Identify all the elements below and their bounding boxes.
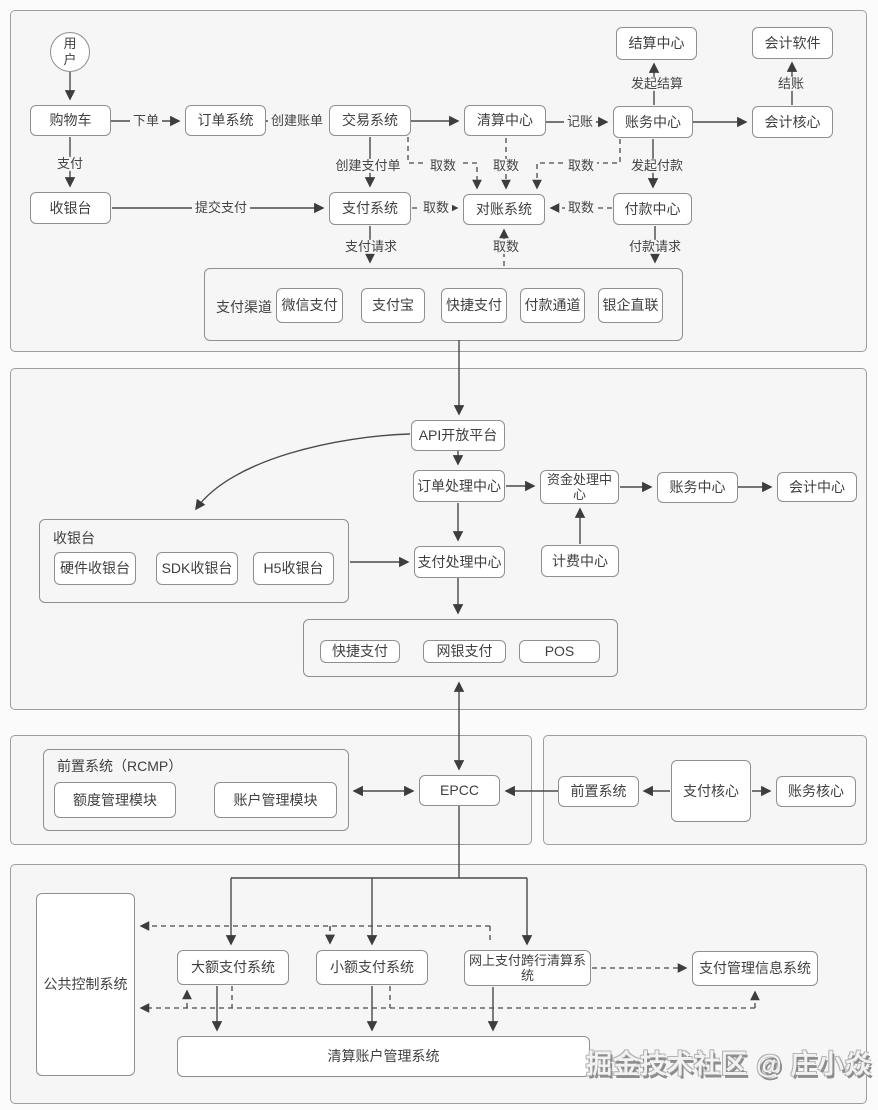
- node-epcc: EPCC: [419, 775, 500, 806]
- edge-label-create-bill: 创建账单: [267, 113, 327, 129]
- node-accounting-core: 会计核心: [752, 106, 833, 138]
- node-fund-processing-center: 资金处理中心: [540, 470, 619, 504]
- node-trade-system: 交易系统: [329, 105, 411, 136]
- node-front-system: 前置系统: [558, 776, 639, 807]
- node-payment-core: 支付核心: [671, 760, 751, 822]
- group-rcmp-front-system: [43, 749, 349, 831]
- node-payout-channel: 付款通道: [520, 288, 585, 323]
- node-user: 用户: [50, 32, 90, 72]
- group-cashier-label: 收银台: [53, 530, 95, 546]
- node-shopping-cart: 购物车: [30, 105, 111, 136]
- edge-label-fetch-data-2: 取数: [489, 158, 523, 174]
- edge-label-create-pay-order: 创建支付单: [332, 158, 404, 174]
- node-wechat-pay: 微信支付: [276, 288, 343, 323]
- node-order-system: 订单系统: [185, 105, 266, 136]
- group-rcmp-label: 前置系统（RCMP）: [57, 758, 183, 774]
- edge-label-payout-request: 付款请求: [625, 239, 685, 255]
- edge-label-initiate-payout: 发起付款: [627, 158, 687, 174]
- node-hvps-large-value: 大额支付系统: [177, 950, 289, 985]
- group-pay-methods: [303, 619, 618, 677]
- node-pmis: 支付管理信息系统: [692, 951, 818, 986]
- node-payment-system: 支付系统: [329, 192, 411, 225]
- node-netbank-pay: 网银支付: [423, 640, 506, 663]
- node-order-processing-center: 订单处理中心: [413, 470, 505, 502]
- edge-label-submit-payment: 提交支付: [191, 200, 251, 216]
- edge-label-payment-request: 支付请求: [341, 239, 401, 255]
- edge-label-close-accounts: 结账: [774, 76, 808, 92]
- node-payout-center: 付款中心: [613, 193, 692, 225]
- node-h5-cashier: H5收银台: [253, 552, 334, 585]
- node-clearing-account-mgmt: 清算账户管理系统: [177, 1036, 590, 1077]
- node-hardware-cashier: 硬件收银台: [54, 552, 136, 585]
- node-quick-pay-2: 快捷支付: [320, 640, 400, 663]
- node-reconciliation-system: 对账系统: [463, 194, 545, 225]
- node-bank-enterprise-link: 银企直联: [598, 288, 663, 323]
- edge-label-pay: 支付: [53, 156, 87, 172]
- node-account-module: 账户管理模块: [214, 782, 337, 818]
- node-accounting-core-2: 账务核心: [776, 776, 856, 807]
- edge-label-fetch-data-5: 取数: [564, 200, 598, 216]
- edge-label-fetch-data-6: 取数: [489, 239, 523, 255]
- edge-label-fetch-data-4: 取数: [419, 200, 453, 216]
- node-pos: POS: [519, 640, 600, 663]
- node-beps-small-value: 小额支付系统: [316, 950, 428, 985]
- node-cashier: 收银台: [30, 192, 111, 224]
- group-cashier: [39, 519, 349, 603]
- node-payment-processing-center: 支付处理中心: [414, 546, 505, 578]
- node-sdk-cashier: SDK收银台: [156, 552, 238, 585]
- node-alipay: 支付宝: [361, 288, 425, 323]
- node-accounting-software: 会计软件: [752, 27, 833, 59]
- edge-label-initiate-settlement: 发起结算: [627, 76, 687, 92]
- group-payment-channels-label: 支付渠道: [216, 299, 272, 315]
- node-billing-center: 计费中心: [541, 545, 619, 577]
- node-accounting-center-2: 账务中心: [657, 472, 738, 503]
- node-settlement-center: 结算中心: [616, 27, 697, 60]
- node-ibps-online-clearing: 网上支付跨行清算系统: [464, 950, 591, 986]
- edge-label-place-order: 下单: [129, 113, 163, 129]
- node-public-control-system: 公共控制系统: [36, 893, 135, 1076]
- group-payment-channels: [204, 268, 683, 341]
- edge-label-fetch-data-1: 取数: [426, 158, 460, 174]
- node-api-open-platform: API开放平台: [411, 420, 505, 451]
- node-clearing-center: 清算中心: [464, 105, 546, 136]
- node-quick-pay: 快捷支付: [441, 288, 507, 323]
- edge-label-bookkeeping: 记账: [563, 114, 597, 130]
- edge-label-fetch-data-3: 取数: [564, 158, 598, 174]
- node-accounting-center: 账务中心: [613, 106, 693, 138]
- watermark: 掘金技术社区 @ 庄小焱: [586, 1049, 872, 1079]
- node-accountancy-center: 会计中心: [777, 472, 857, 502]
- node-quota-module: 额度管理模块: [54, 782, 176, 818]
